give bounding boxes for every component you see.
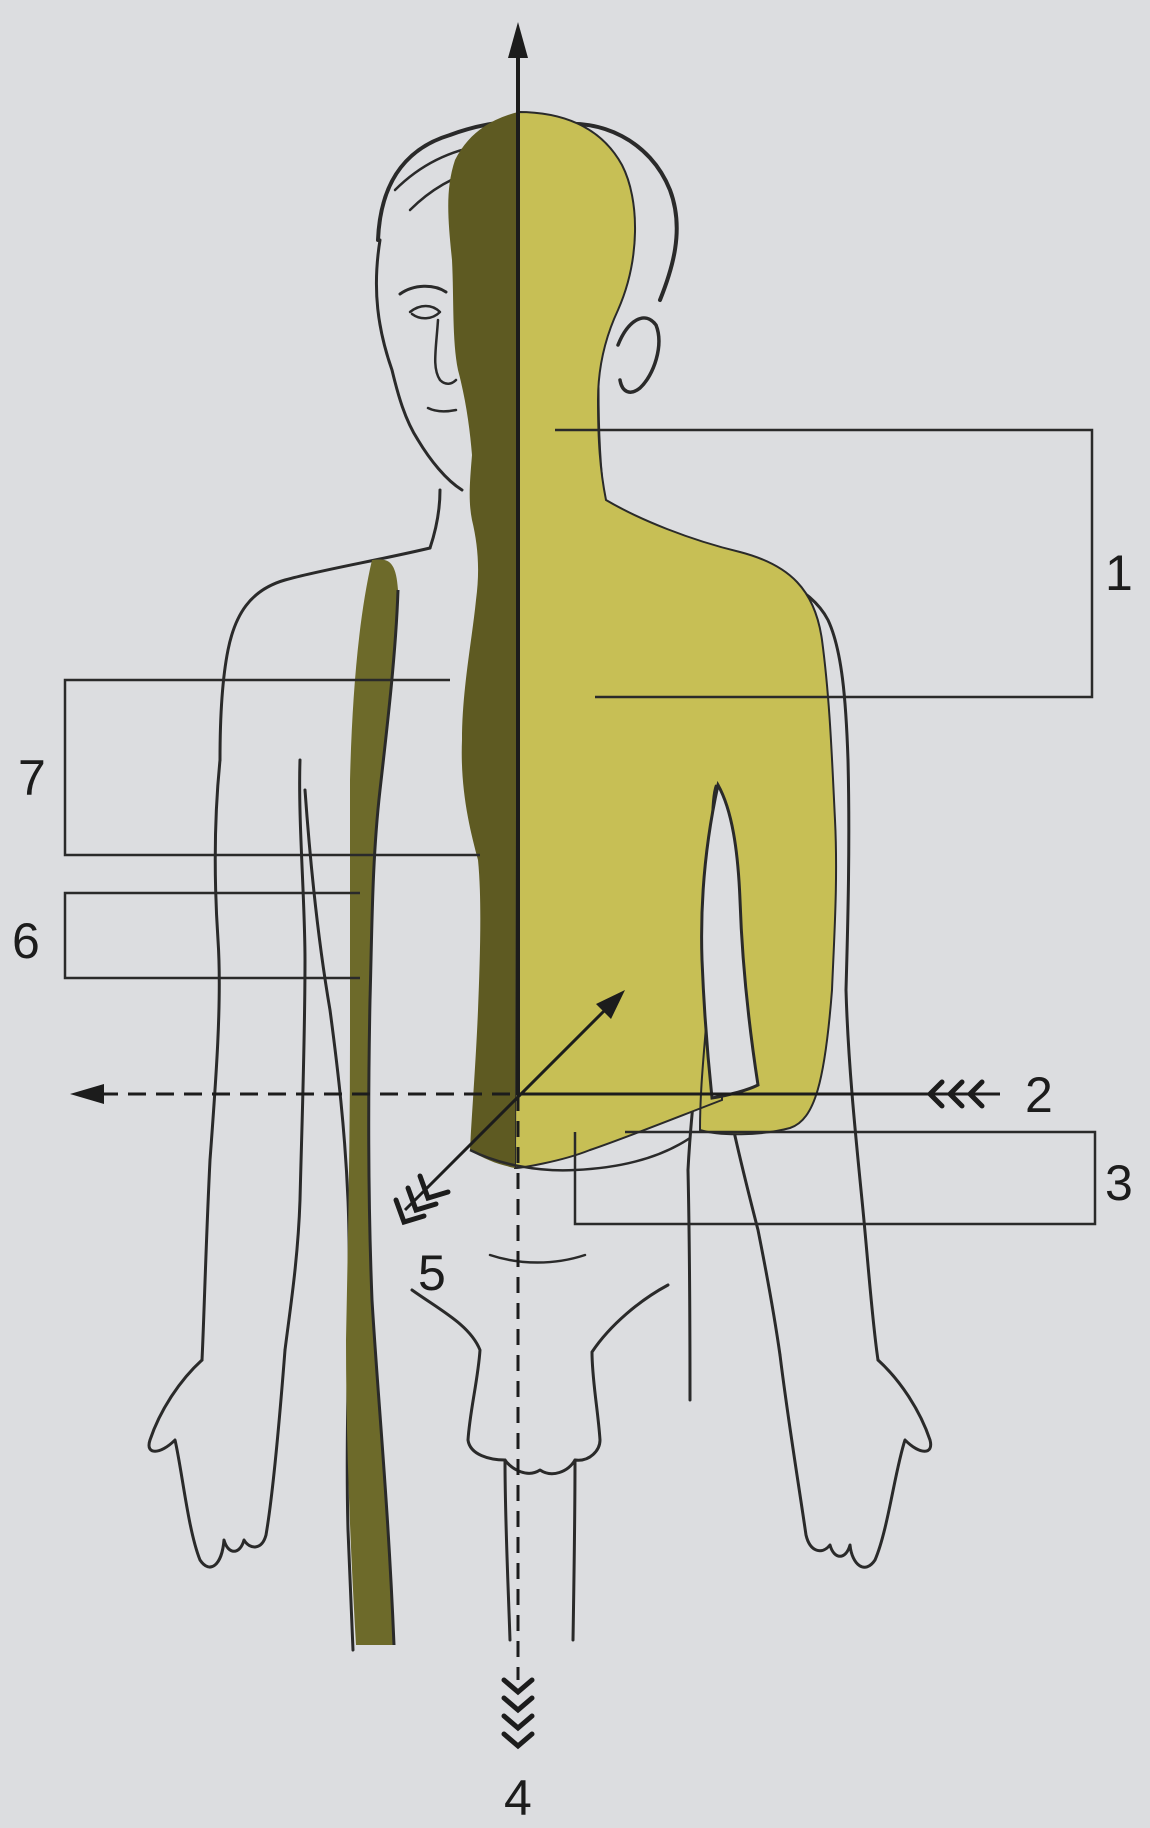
label-2: 2 [1025, 1067, 1053, 1123]
label-6: 6 [12, 913, 40, 969]
label-5: 5 [418, 1245, 446, 1301]
label-3: 3 [1105, 1155, 1133, 1211]
label-4: 4 [504, 1770, 532, 1826]
label-1: 1 [1105, 545, 1133, 601]
label-7: 7 [18, 750, 46, 806]
